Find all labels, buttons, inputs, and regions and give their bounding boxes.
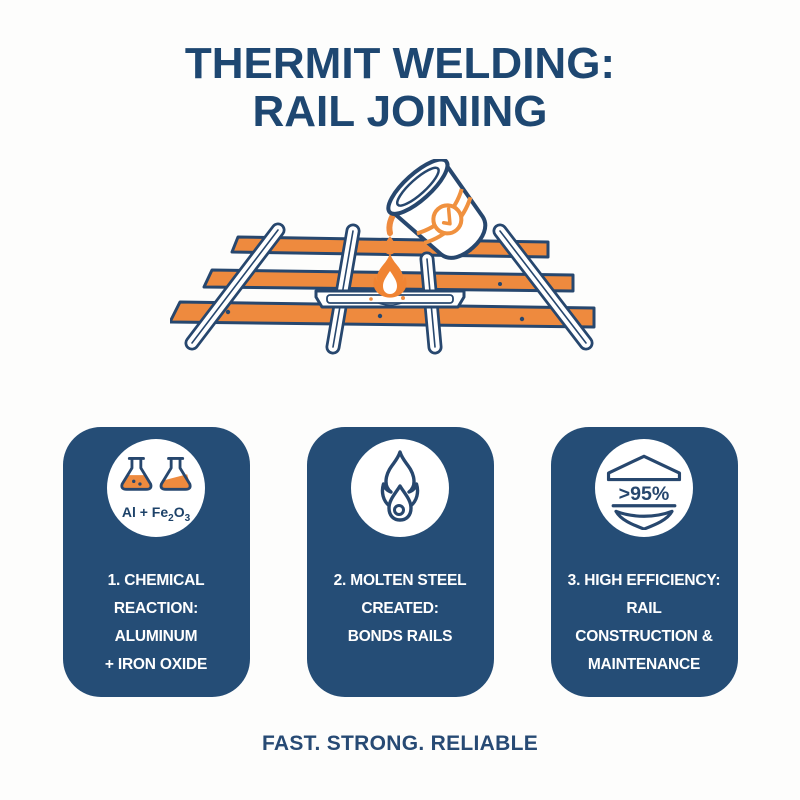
thermit-formula: Al + Fe2O3 (121, 503, 191, 524)
tagline: FAST. STRONG. RELIABLE (261, 731, 539, 755)
step-card-3: >95% 3. HIGH EFFICIENCY: RAIL CONSTRUCTI… (550, 426, 738, 697)
step-card-2: 2. MOLTEN STEEL CREATED: BONDS RAILS (306, 426, 494, 697)
step-1-caption: 1. CHEMICAL REACTION: ALUMINUM + IRON OX… (104, 571, 208, 673)
step-3-caption: 3. HIGH EFFICIENCY: RAIL CONSTRUCTION & … (567, 571, 721, 673)
flasks-icon (120, 456, 192, 491)
title-line-1: THERMIT WELDING: (184, 39, 616, 88)
shield-icon: >95% (606, 454, 682, 530)
weld-mold-icon (314, 289, 466, 309)
step-card-1: Al + Fe2O3 1. CHEMICAL REACTION: ALUMINU… (62, 426, 250, 697)
weld-flame-icon (373, 254, 407, 298)
sleeper-icons (168, 235, 596, 329)
efficiency-shield-icon-circle: >95% (595, 438, 693, 537)
steps-row: Al + Fe2O3 1. CHEMICAL REACTION: ALUMINU… (62, 426, 738, 697)
rail-welding-illustration (168, 157, 630, 359)
page-title: THERMIT WELDING: RAIL JOINING (184, 39, 616, 137)
title-line-2: RAIL JOINING (252, 87, 548, 137)
molten-flame-icon-circle (351, 438, 449, 537)
step-2-caption: 2. MOLTEN STEEL CREATED: BONDS RAILS (333, 571, 467, 645)
rail-track-scene (168, 157, 596, 355)
reaction-flasks-icon: Al + Fe2O3 (107, 438, 205, 537)
efficiency-badge: >95% (619, 483, 670, 505)
flame-icon (380, 450, 420, 522)
crucible-pouring-icon (386, 157, 488, 260)
